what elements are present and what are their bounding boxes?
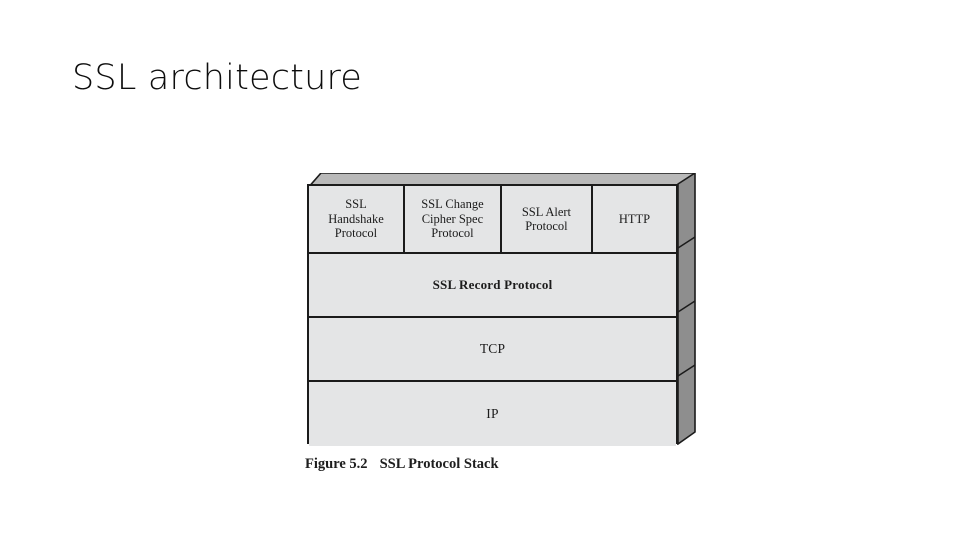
figure-caption-title: SSL Protocol Stack <box>379 456 499 472</box>
cell-label: TCP <box>479 341 506 356</box>
cell-ssl-record-protocol: SSL Record Protocol <box>309 254 676 316</box>
ssl-protocol-stack-figure: SSL Handshake Protocol SSL Change Cipher… <box>300 168 700 488</box>
cell-label: SSL Change Cipher Spec Protocol <box>421 197 484 241</box>
cell-label: SSL Record Protocol <box>432 277 553 292</box>
cell-ssl-alert-protocol: SSL Alert Protocol <box>501 186 593 252</box>
cell-ip: IP <box>309 382 676 446</box>
cell-tcp: TCP <box>309 318 676 380</box>
figure-number: Figure 5.2 <box>305 456 368 472</box>
cell-http: HTTP <box>592 186 676 252</box>
figure-caption: Figure 5.2 SSL Protocol Stack <box>305 456 499 473</box>
protocol-row-top: SSL Handshake Protocol SSL Change Cipher… <box>309 186 676 254</box>
protocol-row-ip: IP <box>309 382 676 446</box>
cell-ssl-handshake-protocol: SSL Handshake Protocol <box>309 186 405 252</box>
protocol-row-ssl-record-protocol: SSL Record Protocol <box>309 254 676 318</box>
diagram-right-shadow-face <box>677 173 696 445</box>
protocol-stack-diagram: SSL Handshake Protocol SSL Change Cipher… <box>300 168 700 458</box>
cell-label: SSL Alert Protocol <box>521 204 572 234</box>
cell-ssl-change-cipher-spec-protocol: SSL Change Cipher Spec Protocol <box>404 186 502 252</box>
protocol-row-tcp: TCP <box>309 318 676 382</box>
cell-label: IP <box>486 406 499 421</box>
cell-label: SSL Handshake Protocol <box>328 197 384 241</box>
cell-label: HTTP <box>618 211 651 226</box>
diagram-front-face: SSL Handshake Protocol SSL Change Cipher… <box>307 184 678 446</box>
page-title: SSL architecture <box>72 58 363 98</box>
